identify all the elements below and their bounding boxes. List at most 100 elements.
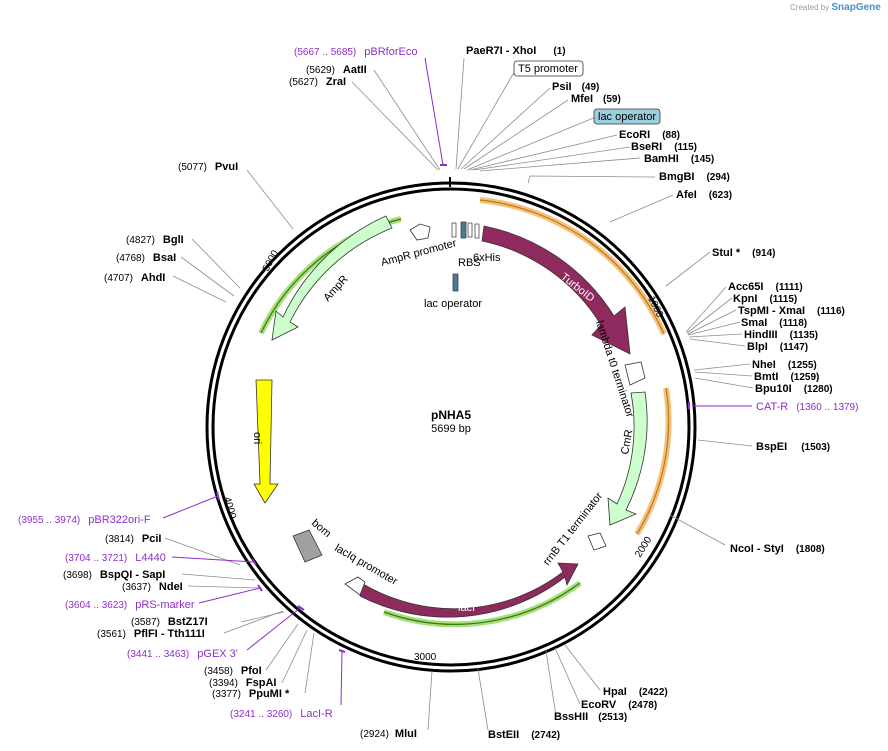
site-bmgbi[interactable]: BmgBI(294): [659, 171, 730, 183]
site-acc65i[interactable]: Acc65I(1111): [728, 281, 803, 293]
site-zrai[interactable]: (5627)ZraI: [289, 76, 346, 88]
primer-pbr322ori[interactable]: (3955 .. 3974)pBR322ori-F: [18, 514, 151, 526]
t5-promoter-box[interactable]: [513, 60, 584, 77]
lac-operator-feature-bottom[interactable]: [452, 273, 459, 292]
leader-stui: [665, 251, 711, 287]
lambda-terminator-arrow[interactable]: [624, 361, 646, 386]
plasmid-name: pNHA5: [431, 408, 471, 422]
site-nhei[interactable]: NheI(1255): [752, 359, 817, 371]
site-stui[interactable]: StuI *(914): [712, 247, 775, 259]
leader-zrai: [351, 81, 439, 171]
ampr-arrow[interactable]: [271, 215, 393, 341]
site-afei[interactable]: AfeI(623): [676, 189, 732, 201]
ampr-promoter-arrow[interactable]: [409, 223, 431, 241]
leader-aatii: [373, 69, 441, 171]
site-lacop: lac operator: [598, 111, 656, 123]
leader-primer-prs: [198, 587, 261, 604]
leader-bstz17i: [240, 611, 285, 623]
primer-pgex[interactable]: (3441 .. 3463)pGEX 3': [127, 648, 238, 660]
site-aatii[interactable]: (5629)AatII: [306, 64, 367, 76]
site-bsteii[interactable]: BstEII(2742): [488, 729, 560, 741]
his-label: 6xHis: [473, 252, 501, 264]
site-tspmi[interactable]: TspMI - XmaI(1116): [738, 305, 845, 317]
leader-primer-pgex: [246, 607, 301, 651]
site-mfei[interactable]: MfeI(59): [571, 93, 621, 105]
site-mlui[interactable]: (2924)MluI: [360, 728, 417, 740]
site-bamhi[interactable]: BamHI(145): [644, 153, 714, 165]
site-bsshii[interactable]: BssHII(2513): [554, 711, 627, 723]
site-kpni[interactable]: KpnI(1115): [733, 293, 797, 305]
site-pcii[interactable]: (3814)PciI: [105, 533, 161, 545]
backbone-inner: [211, 187, 691, 667]
site-fspai[interactable]: (3394)FspAI: [209, 677, 276, 689]
leader-ndei: [187, 585, 261, 589]
bom-feature[interactable]: [292, 529, 323, 563]
primer-prs[interactable]: (3604 .. 3623)pRS-marker: [65, 599, 195, 611]
his-tag-feature[interactable]: [451, 222, 457, 238]
site-bpu10i[interactable]: Bpu10I(1280): [755, 383, 833, 395]
lac-operator-feature-top[interactable]: [460, 221, 467, 239]
primer-l4440[interactable]: (3704 .. 3721)L4440: [65, 552, 166, 564]
leader-mlui: [427, 670, 433, 731]
leader-hpai: [564, 644, 601, 691]
site-bstz17i[interactable]: (3587)BstZ17I: [131, 616, 208, 628]
site-pvui[interactable]: (5077)PvuI: [178, 161, 238, 173]
leader-primer-lacir: [340, 650, 343, 706]
site-ppumi[interactable]: (3377)PpuMI *: [212, 688, 290, 700]
primer-catr[interactable]: CAT-R(1360 .. 1379): [756, 401, 858, 413]
site-bspqi[interactable]: (3698)BspQI - SapI: [63, 569, 165, 581]
site-blpi[interactable]: BlpI(1147): [747, 341, 808, 353]
leader-ecori: [469, 134, 618, 171]
rrnb-terminator-arrow[interactable]: [587, 532, 607, 551]
site-bmti[interactable]: BmtI(1259): [754, 371, 819, 383]
t5-promoter-feature[interactable]: [467, 222, 473, 238]
site-ahdi[interactable]: (4707)AhdI: [104, 272, 165, 284]
rrnb-label: rrnB T1 terminator: [541, 490, 605, 568]
leader-afei: [609, 194, 674, 223]
site-ecorv[interactable]: EcoRV(2478): [581, 699, 657, 711]
leader-pfoi: [265, 623, 299, 671]
site-hindiii[interactable]: HindIII(1135): [744, 329, 818, 341]
rbs-feature[interactable]: [474, 223, 480, 239]
site-smai[interactable]: SmaI(1118): [741, 317, 807, 329]
ori-arrow[interactable]: [253, 379, 279, 504]
leader-bmti: [694, 371, 753, 377]
tick-5000: 5000: [261, 248, 281, 273]
leader-psti: [460, 87, 551, 170]
leader-primer-l4440: [171, 556, 255, 563]
site-beseri[interactable]: BseRI(115): [631, 141, 697, 153]
site-pflfi[interactable]: (3561)PflFI - Tth111I: [97, 628, 205, 640]
leader-blpi: [689, 338, 746, 347]
lac-operator-box[interactable]: [593, 108, 661, 125]
site-paer7i[interactable]: PaeR7I - XhoI (1): [466, 45, 566, 57]
leader-paer7i: [455, 57, 465, 170]
leader-primer-pbr322ori: [162, 495, 219, 519]
leader-acc65i: [685, 286, 727, 333]
site-ecori[interactable]: EcoRI(88): [619, 129, 680, 141]
site-bsai[interactable]: (4768)BsaI: [116, 252, 176, 264]
site-ncoi[interactable]: NcoI - StyI(1808): [730, 543, 825, 555]
site-psti[interactable]: PsiI(49): [552, 81, 599, 93]
turboid-arrow[interactable]: [481, 225, 631, 355]
site-hpai[interactable]: HpaI(2422): [603, 686, 668, 698]
site-pfoi[interactable]: (3458)PfoI: [204, 665, 262, 677]
primer-mark-pgex: [297, 605, 305, 611]
cmr-arrow[interactable]: [607, 391, 648, 526]
site-bspei[interactable]: BspEI(1503): [756, 441, 830, 453]
site-bgli[interactable]: (4827)BglI: [126, 234, 184, 246]
lacq-promoter-arrow[interactable]: [344, 576, 366, 596]
leader-ahdi: [172, 275, 227, 303]
primer-lacir[interactable]: (3241 .. 3260)LacI-R: [230, 708, 333, 720]
leader-t5: [457, 68, 517, 170]
laci-label: lacI: [458, 602, 475, 614]
leader-tspmi: [687, 309, 737, 335]
leader-bspqi: [181, 573, 256, 581]
site-ndei[interactable]: (3637)NdeI: [122, 581, 183, 593]
leader-ncoi: [669, 514, 726, 546]
leader-bspei: [697, 439, 753, 447]
site-t5: T5 promoter: [518, 63, 578, 75]
leader-bgli: [191, 238, 241, 289]
laci-arrow[interactable]: [359, 562, 579, 618]
plasmid-length: 5699 bp: [431, 423, 471, 435]
primer-pbrforeco[interactable]: (5667 .. 5685)pBRforEco: [294, 46, 417, 58]
